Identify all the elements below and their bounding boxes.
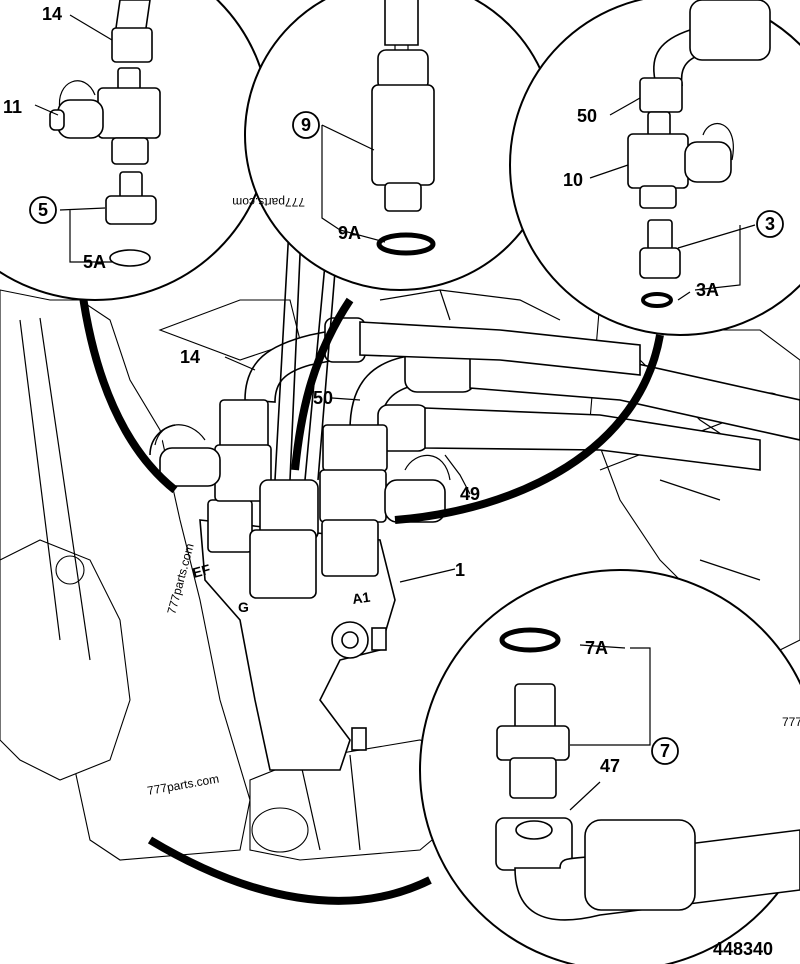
port-label-a1: A1 [351,589,371,607]
detail-bubble-bottom-right [419,569,800,964]
callout-7A: 7A [585,638,608,658]
callout-3: 3 [765,214,775,234]
callout-5A: 5A [83,252,106,272]
callout-47: 47 [600,756,620,776]
callout-10: 10 [563,170,583,190]
callout-9-circle [292,111,320,139]
callout-14-top: 14 [42,4,62,24]
callout-49: 49 [460,484,480,504]
detail-bubble-top-left [0,0,271,301]
callout-50-mid: 50 [313,388,333,408]
drawing-number: 448340 [713,939,773,959]
callout-1: 1 [455,560,465,580]
callout-3-circle [756,210,784,238]
callout-5: 5 [38,200,48,220]
watermark-upside-down: 777parts.com [232,195,305,209]
hose-bundle [244,209,800,481]
port-label-ef: EF [191,561,213,581]
balloon-leaders [78,289,664,905]
callout-7-circle [651,737,679,765]
port-label-g: G [238,599,249,615]
detail-bubble-top-right [509,0,800,336]
watermark-right-partial: 777 [782,715,800,729]
callout-11: 11 [3,97,22,117]
callout-50-top: 50 [577,106,597,126]
valve-block [149,399,451,771]
callout-labels: 14 11 5 5A 9 9A 50 10 3 3A 14 50 49 1 7A… [3,4,784,776]
callout-leaders [34,14,756,811]
callout-5-circle [29,196,57,224]
callout-9: 9 [301,115,311,135]
port-labels: EF G A1 [191,561,372,615]
callout-3A: 3A [696,280,719,300]
callout-9A: 9A [338,223,361,243]
callout-7: 7 [660,741,670,761]
detail-bubble-top-center [244,0,556,291]
callout-14-mid: 14 [180,347,200,367]
